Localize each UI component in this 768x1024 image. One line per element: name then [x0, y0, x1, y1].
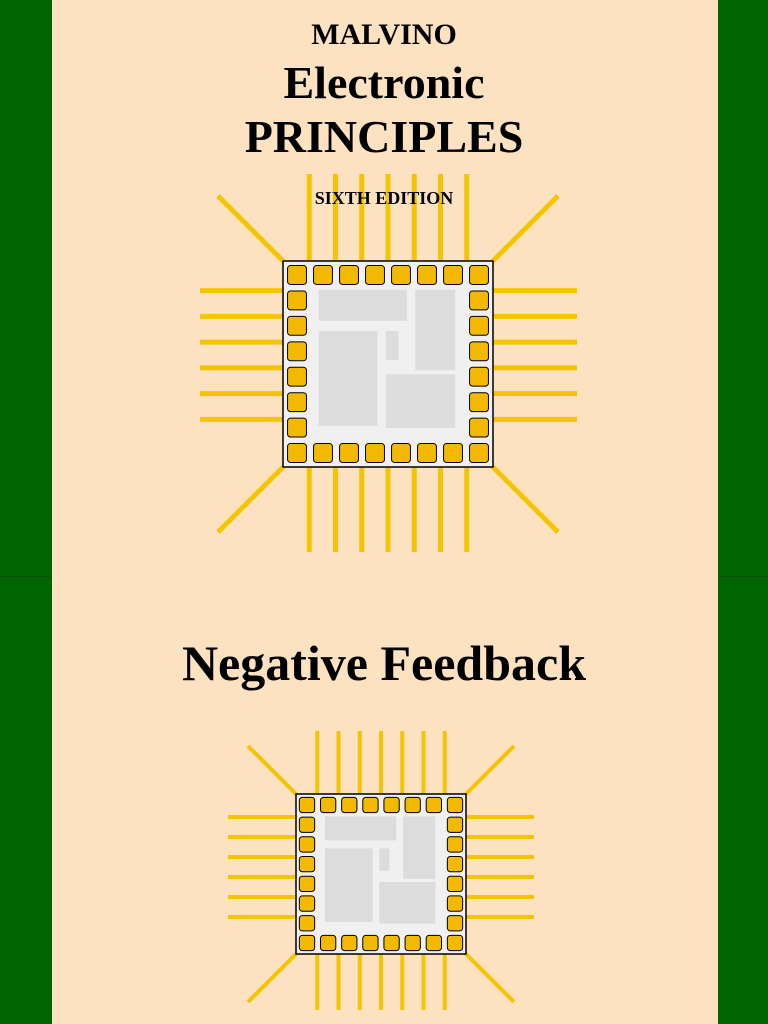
book-author: MALVINO: [311, 18, 457, 51]
chip-pad: [298, 855, 316, 873]
chip-pad: [391, 443, 411, 463]
chip-pad: [362, 934, 379, 952]
chip-pad: [287, 290, 307, 311]
right-bar-divider: [718, 576, 768, 577]
chip-pad: [417, 443, 437, 463]
chip-pad: [446, 855, 464, 873]
chip-block: [415, 289, 456, 371]
chip-pad: [469, 392, 489, 413]
chip-block: [403, 816, 436, 879]
chip-pad: [443, 265, 463, 285]
chip-pad: [287, 315, 307, 336]
chip-pad: [298, 836, 316, 853]
chip-block: [324, 816, 397, 841]
chip-block: [324, 848, 373, 922]
chip-pad: [339, 443, 359, 463]
book-edition: SIXTH EDITION: [314, 188, 454, 208]
chip-pad: [425, 796, 443, 814]
chip-pad: [446, 875, 464, 893]
top-chip-icon: [200, 174, 577, 552]
chip-block: [385, 374, 456, 428]
chip-pad: [298, 915, 316, 932]
chip-pad: [446, 934, 464, 952]
chip-pad: [287, 443, 307, 463]
chip-pad: [446, 816, 464, 833]
chip-pad: [341, 796, 358, 814]
chip-pad: [404, 796, 421, 814]
chip-pad: [469, 417, 489, 438]
chip-pad: [446, 915, 464, 932]
chip-pad: [443, 443, 463, 463]
chip-pad: [383, 796, 400, 814]
chip-pad: [287, 392, 307, 413]
chip-block: [318, 331, 378, 426]
chip-pad: [313, 265, 333, 285]
chip-pad: [298, 895, 316, 912]
chip-pad: [339, 265, 359, 285]
chip-pad: [383, 934, 400, 952]
chip-pad: [365, 443, 385, 463]
chip-pad: [469, 315, 489, 336]
chip-pad: [298, 875, 316, 893]
chip-pad: [298, 796, 316, 814]
chapter-title: Negative Feedback: [181, 635, 587, 691]
chip-pad: [313, 443, 333, 463]
chip-block: [318, 289, 407, 321]
chip-pad: [341, 934, 358, 952]
right-green-bar: [718, 0, 768, 1024]
chip-block: [379, 848, 390, 871]
chip-pad: [391, 265, 411, 285]
chip-pad: [298, 816, 316, 833]
chip-pad: [469, 443, 489, 463]
left-green-bar: [0, 0, 52, 1024]
chip-block: [385, 331, 399, 360]
chip-pad: [417, 265, 437, 285]
chip-pad: [298, 934, 316, 952]
chip-pad: [365, 265, 385, 285]
chip-pad: [469, 265, 489, 285]
book-title-line1: Electronic: [283, 57, 485, 108]
chip-pad: [319, 796, 337, 814]
chip-pad: [287, 265, 307, 285]
chip-pad: [446, 895, 464, 912]
chip-pad: [362, 796, 379, 814]
left-bar-divider: [0, 576, 52, 577]
book-title-line2: PRINCIPLES: [244, 111, 524, 162]
chip-pad: [469, 290, 489, 311]
chip-pad: [425, 934, 443, 952]
chip-pad: [287, 417, 307, 438]
chip-pad: [469, 366, 489, 387]
chip-pad: [319, 934, 337, 952]
chip-pad: [469, 341, 489, 362]
chip-block: [379, 882, 436, 924]
chip-pad: [446, 796, 464, 814]
chip-pad: [287, 341, 307, 362]
chip-pad: [287, 366, 307, 387]
chip-pad: [446, 836, 464, 853]
chip-pad: [404, 934, 421, 952]
